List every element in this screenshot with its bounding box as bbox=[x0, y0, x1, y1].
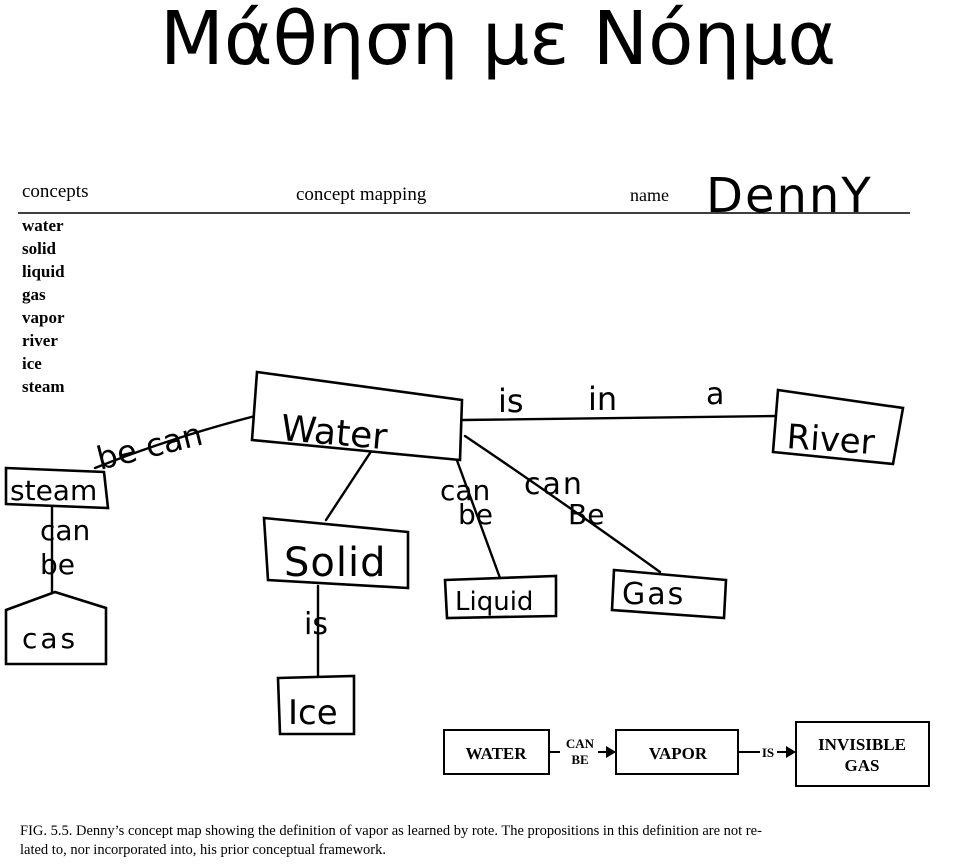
link-label-can-gas: can bbox=[524, 467, 584, 502]
link-line-water-solid bbox=[324, 448, 374, 522]
link-label-is: is bbox=[498, 382, 524, 420]
link-label-a: a bbox=[706, 377, 724, 412]
node-box-gas bbox=[610, 568, 728, 620]
link-label-can: can bbox=[40, 514, 90, 547]
node-label-gas: Gas bbox=[622, 577, 685, 612]
node-label-river: River bbox=[785, 417, 876, 463]
definition-be: BE bbox=[571, 752, 588, 767]
concept-list-item: river bbox=[22, 331, 58, 350]
student-name: DennY bbox=[706, 168, 873, 224]
concept-list-item: steam bbox=[22, 377, 64, 396]
concept-list: water solid liquid gas vapor river ice s… bbox=[22, 216, 65, 396]
node-label-liquid: Liquid bbox=[455, 587, 533, 617]
node-box-ice bbox=[276, 674, 356, 736]
concept-list-item: solid bbox=[22, 239, 57, 258]
node-box-water bbox=[250, 370, 464, 462]
concept-list-item: ice bbox=[22, 354, 42, 373]
link-label-in: in bbox=[588, 380, 617, 418]
concept-mapping-header: concept mapping bbox=[296, 184, 427, 205]
arrow-head-icon bbox=[786, 746, 796, 758]
node-box-cas bbox=[4, 590, 108, 666]
definition-box-invisible-gas bbox=[795, 721, 930, 787]
definition-is: IS bbox=[762, 745, 774, 760]
definition-invisible: INVISIBLE bbox=[818, 735, 906, 754]
concepts-header: concepts bbox=[22, 181, 88, 202]
arrow-head-icon bbox=[606, 746, 616, 758]
concept-list-item: water bbox=[22, 216, 64, 235]
link-line-water-steam bbox=[93, 414, 257, 470]
slide-title: Μάθηση με Νόημα bbox=[160, 0, 837, 82]
link-line-water-river bbox=[461, 414, 780, 422]
link-line-water-gas bbox=[463, 434, 662, 574]
node-box-river bbox=[771, 388, 905, 466]
node-label-solid: Solid bbox=[284, 540, 386, 586]
node-box-solid bbox=[262, 516, 410, 590]
caption-line-2: lated to, nor incorporated into, his pri… bbox=[20, 842, 387, 858]
link-label-be-liquid: be bbox=[458, 498, 493, 531]
link-label-can-liquid: can bbox=[440, 474, 490, 507]
node-label-cas: cas bbox=[22, 622, 78, 655]
node-box-steam bbox=[4, 466, 110, 510]
node-box-liquid bbox=[443, 574, 558, 620]
definition-gas: GAS bbox=[845, 756, 880, 775]
node-label-steam: steam bbox=[10, 474, 97, 507]
concept-list-item: liquid bbox=[22, 262, 65, 281]
definition-vapor: VAPOR bbox=[649, 744, 708, 763]
link-label-be-can: be can bbox=[93, 415, 207, 478]
node-label-water: Water bbox=[279, 408, 389, 458]
definition-can: CAN bbox=[566, 736, 595, 751]
link-label-is-solid: is bbox=[304, 607, 328, 642]
name-label: name bbox=[630, 185, 669, 205]
figure-caption: FIG. 5.5. Denny’s concept map showing th… bbox=[20, 822, 920, 860]
concept-list-item: vapor bbox=[22, 308, 65, 327]
definition-water: WATER bbox=[465, 744, 527, 763]
concept-list-item: gas bbox=[22, 285, 46, 304]
link-label-be: be bbox=[40, 548, 75, 581]
link-label-be-gas: Be bbox=[568, 498, 604, 531]
node-label-ice: Ice bbox=[288, 693, 338, 733]
caption-line-1: FIG. 5.5. Denny’s concept map showing th… bbox=[20, 823, 762, 839]
link-line-water-liquid bbox=[453, 453, 502, 580]
